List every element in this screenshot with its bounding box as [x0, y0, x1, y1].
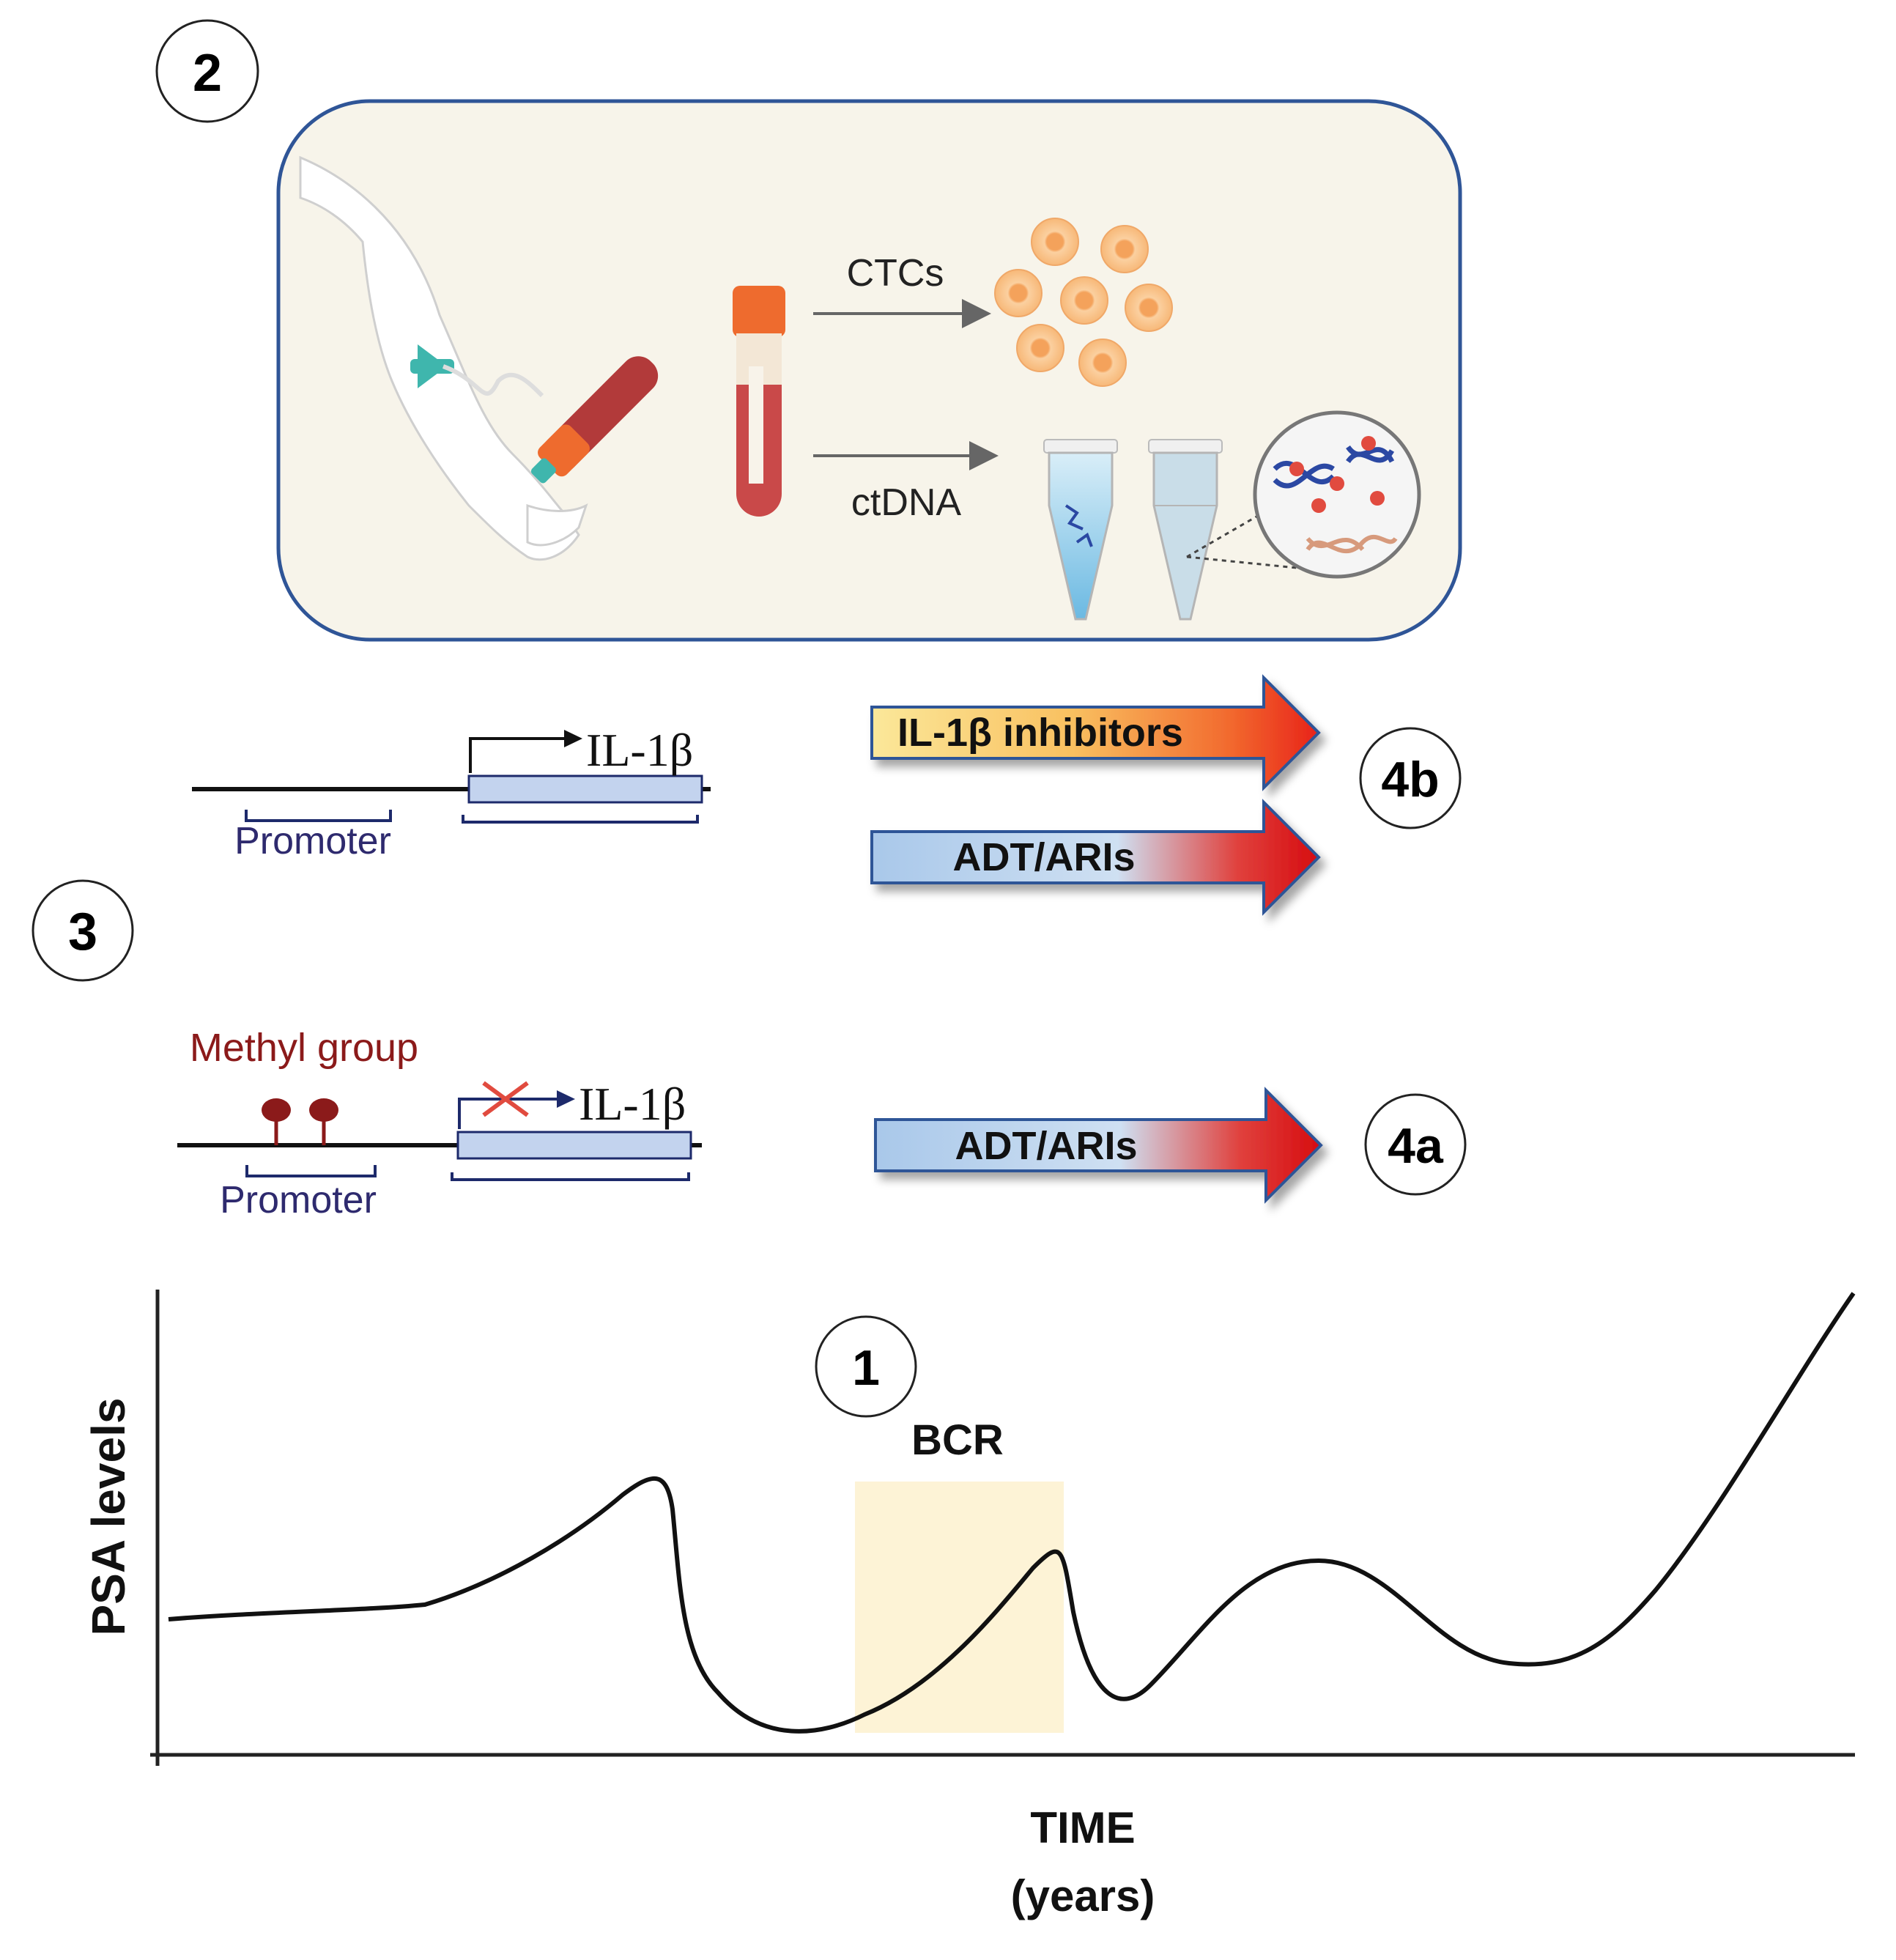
svg-text:3: 3 [68, 903, 97, 961]
svg-text:4b: 4b [1381, 752, 1439, 807]
adt-aris-arrow-bottom [874, 1087, 1323, 1204]
eppendorf-tube-1-icon [1043, 439, 1118, 621]
butterfly-needle-icon [410, 344, 544, 398]
step-4b-badge: 4b [1359, 727, 1462, 829]
il1b-inhibitors-label: IL-1β inhibitors [897, 711, 1183, 755]
liquid-biopsy-panel: CTCs ctDNA [276, 99, 1462, 642]
gene-methylated: Methyl group IL-1β Promoter [177, 1026, 702, 1221]
adt-aris-arrow-top [870, 799, 1321, 916]
methyl-group-label: Methyl group [190, 1026, 418, 1070]
svg-text:4a: 4a [1388, 1118, 1444, 1174]
step-2-badge: 2 [155, 19, 259, 123]
promoter-label-top: Promoter [234, 820, 391, 862]
y-axis-label: PSA levels [82, 1398, 135, 1636]
psa-curve [168, 1292, 1856, 1734]
svg-text:2: 2 [193, 44, 222, 103]
x-axis-label-line1: TIME [1030, 1803, 1135, 1852]
gene-label-top: IL-1β [586, 724, 693, 776]
promoter-label-bottom: Promoter [220, 1179, 377, 1221]
dna-magnifier-icon [1186, 410, 1421, 579]
eppendorf-tube-2-icon [1148, 439, 1223, 621]
bcr-window [855, 1482, 1064, 1733]
step-1-badge: 1 [815, 1315, 917, 1418]
ctc-label: CTCs [847, 252, 944, 295]
adt-aris-label-top: ADT/ARIs [952, 835, 1135, 879]
adt-aris-label-bottom: ADT/ARIs [955, 1124, 1137, 1168]
step-3-badge: 3 [32, 879, 134, 982]
x-axis-label-line2: (years) [1011, 1871, 1155, 1920]
bcr-label: BCR [911, 1416, 1004, 1464]
psa-plot: BCR PSA levels TIME (years) [82, 1290, 1856, 1920]
ctdna-label: ctDNA [851, 481, 962, 524]
arm-illustration [299, 155, 588, 561]
svg-text:1: 1 [852, 1340, 880, 1396]
gene-label-bottom: IL-1β [579, 1078, 686, 1130]
gene-unmethylated: IL-1β Promoter [192, 724, 711, 862]
collection-tube-icon [530, 356, 659, 484]
il1b-inhibitors-arrow [870, 674, 1321, 791]
ctc-cells-icon [994, 218, 1173, 387]
step-4a-badge: 4a [1364, 1093, 1467, 1196]
blood-tube-icon [733, 286, 785, 517]
